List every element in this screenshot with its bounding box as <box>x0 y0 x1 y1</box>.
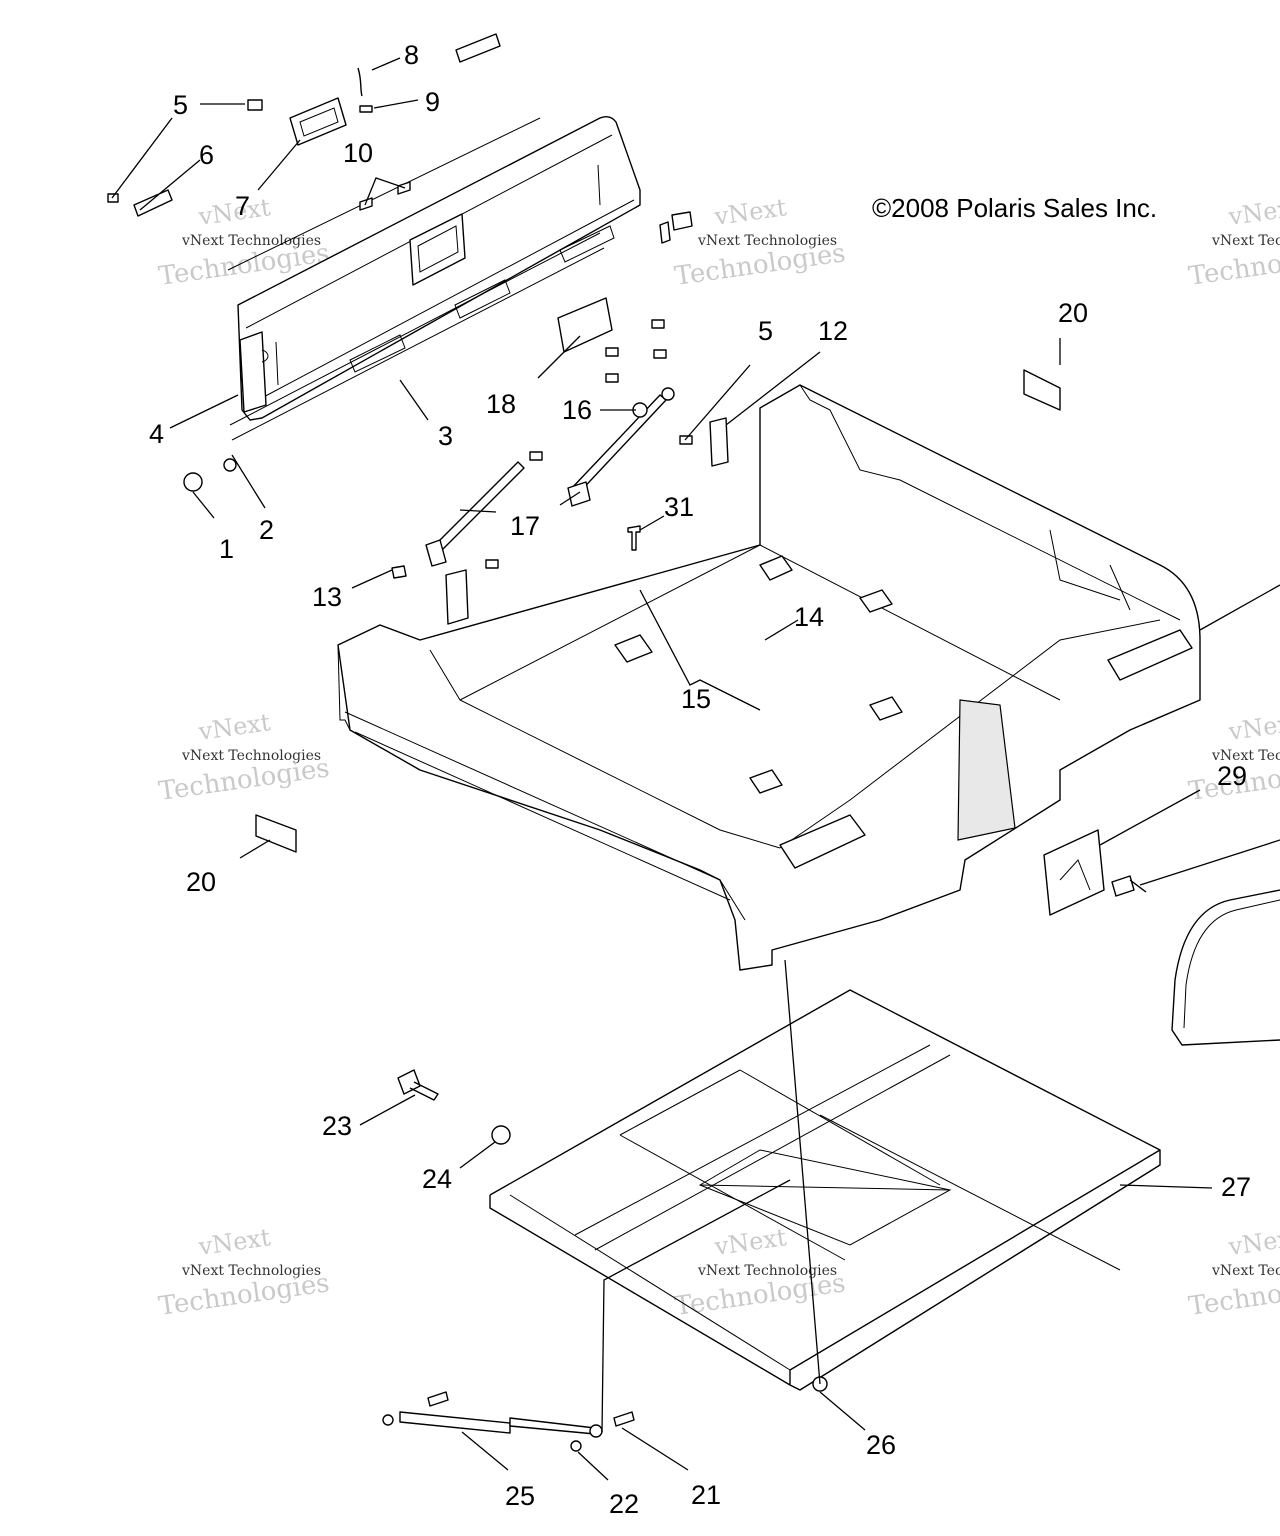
watermark-group: vNext vNext Technologies Technologies <box>157 708 332 807</box>
tailgate-drawing <box>227 115 641 441</box>
decal-20-right <box>1023 369 1061 411</box>
hinge-pin-right <box>659 211 693 244</box>
callouts: 5 6 7 8 9 10 4 3 1 2 18 16 5 12 17 31 13… <box>149 40 1251 1519</box>
bolt-1 <box>183 472 203 492</box>
tiedown-5 <box>749 769 783 794</box>
hardware-left <box>183 458 237 492</box>
handle-recess-right <box>1107 629 1193 681</box>
watermark-group: vNext vNext Technologies Technologies <box>1187 708 1280 807</box>
side-panel-partial <box>1171 889 1280 1046</box>
leader-lines <box>111 57 1280 1481</box>
clip-9 <box>359 105 373 113</box>
watermark-line: vNext Technologies <box>1211 1263 1280 1279</box>
callout-25: 25 <box>505 1481 535 1511</box>
callout-8: 8 <box>404 40 419 70</box>
watermark-brand: vNext <box>1226 193 1280 231</box>
bracket-12 <box>709 417 729 467</box>
callout-31: 31 <box>664 492 694 522</box>
strut-25-drawing <box>382 1391 635 1452</box>
watermark-line: vNext Technologies <box>181 233 321 249</box>
bolt-23 <box>397 1069 439 1101</box>
screw-31 <box>627 525 641 551</box>
tailgate-handle <box>409 213 466 286</box>
nut-2 <box>223 458 237 472</box>
watermark-group: vNext vNext Technologies Technologies <box>673 193 848 292</box>
bracket-29 <box>1043 829 1105 916</box>
watermark-line: vNext Technologies <box>697 1263 837 1279</box>
callout-16: 16 <box>562 395 592 425</box>
callout-22: 22 <box>609 1489 639 1519</box>
badge-6 <box>133 189 173 217</box>
callout-1: 1 <box>219 534 234 564</box>
watermark-group: vNext vNext Technologies Technologies <box>1187 1223 1280 1322</box>
handle-recess-left <box>779 814 866 869</box>
cargo-box-drawing <box>337 384 1201 971</box>
tiedown-4 <box>869 696 903 721</box>
watermark-group: vNext vNext Technologies Technologies <box>157 1223 332 1322</box>
callout-6: 6 <box>199 140 214 170</box>
gas-struts-17 <box>425 387 675 567</box>
pin-8 <box>357 67 363 97</box>
callout-26: 26 <box>866 1430 896 1460</box>
watermark-brand: vNext <box>1226 1223 1280 1261</box>
hardware-top <box>107 33 693 244</box>
callout-21: 21 <box>691 1480 721 1510</box>
bolt-29 <box>1111 875 1147 897</box>
decal-18 <box>557 297 613 353</box>
copyright-notice: ©2008 Polaris Sales Inc. <box>872 193 1157 223</box>
callout-4: 4 <box>149 419 164 449</box>
callout-7: 7 <box>235 191 250 221</box>
bolt-5 <box>247 99 263 111</box>
tiedown-2 <box>759 555 793 581</box>
callout-20: 20 <box>1058 298 1088 328</box>
frame-27-drawing <box>489 989 1161 1391</box>
screws-cluster <box>391 319 693 579</box>
watermark-line: vNext Technologies <box>181 1263 321 1279</box>
callout-2: 2 <box>259 515 274 545</box>
tiedown-1 <box>614 634 653 663</box>
callout-14: 14 <box>794 602 824 632</box>
watermark-brand: vNext <box>196 1223 272 1261</box>
latch-7 <box>289 97 347 146</box>
callout-17: 17 <box>510 511 540 541</box>
callout-15: 15 <box>681 684 711 714</box>
rod-10 <box>359 181 411 211</box>
watermark-line: vNext Technologies <box>697 233 837 249</box>
callout-10: 10 <box>343 138 373 168</box>
watermark-line: vNext Technologies <box>181 748 321 764</box>
watermark-brand: vNext <box>1226 708 1280 746</box>
tiedown-3 <box>859 589 893 613</box>
callout-9: 9 <box>425 87 440 117</box>
bracket-left <box>445 569 469 625</box>
badge-top <box>455 33 501 63</box>
watermark-brand: vNext <box>712 1223 788 1261</box>
watermark-group: vNext vNext Technologies Technologies <box>673 1223 848 1322</box>
watermark-brand: vNext <box>712 193 788 231</box>
callout-18: 18 <box>486 389 516 419</box>
callout-23: 23 <box>322 1111 352 1141</box>
watermark-line: vNext Technologies <box>1211 748 1280 764</box>
frame-outer <box>489 989 1161 1391</box>
watermark-line: vNext Technologies <box>1211 233 1280 249</box>
callout-20: 20 <box>186 867 216 897</box>
screw-5 <box>107 193 119 203</box>
nut-24 <box>491 1125 511 1145</box>
callout-5: 5 <box>758 316 773 346</box>
callout-24: 24 <box>422 1164 452 1194</box>
callout-5: 5 <box>173 90 188 120</box>
callout-27: 27 <box>1221 1172 1251 1202</box>
callout-12: 12 <box>818 316 848 346</box>
callout-13: 13 <box>312 582 342 612</box>
callout-3: 3 <box>438 421 453 451</box>
callout-29: 29 <box>1217 761 1247 791</box>
watermark-group: vNext vNext Technologies Technologies <box>1187 193 1280 292</box>
decal-20-left <box>255 814 297 853</box>
watermark-brand: vNext <box>196 708 272 746</box>
